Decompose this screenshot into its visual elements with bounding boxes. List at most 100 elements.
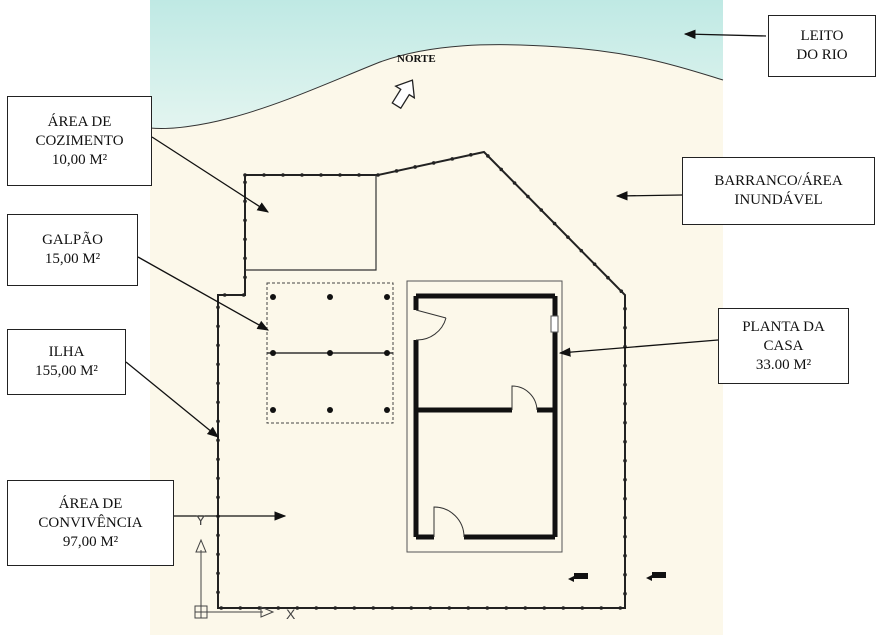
boundary-post <box>243 275 247 280</box>
boundary-post <box>216 381 220 386</box>
boundary-post <box>319 173 323 177</box>
convivencia-line3: 97,00 M² <box>62 533 119 550</box>
boundary-post <box>216 571 220 576</box>
barranco-line1: BARRANCO/ÁREA <box>714 173 843 189</box>
boundary-post <box>523 606 528 610</box>
boundary-post <box>623 458 627 463</box>
shed-post <box>270 294 276 300</box>
boundary-post <box>447 606 452 610</box>
leito-line1: LEITO <box>800 28 844 44</box>
house-window <box>550 315 559 333</box>
boundary-post <box>618 606 623 610</box>
boundary-post <box>371 606 376 610</box>
cooking-area-outline <box>245 175 377 271</box>
boundary-post <box>376 173 380 177</box>
boundary-post <box>243 199 247 204</box>
river-bed <box>150 0 723 129</box>
boundary-post <box>539 208 544 212</box>
boundary-post <box>623 496 627 501</box>
boundary-post <box>216 590 220 595</box>
boundary-post <box>243 180 247 185</box>
boundary-post <box>238 606 243 610</box>
ilha-line1: ILHA <box>48 344 85 360</box>
boundary-post <box>216 533 220 538</box>
boundary-post <box>216 324 220 329</box>
boundary-post <box>485 606 490 610</box>
small-arrow-icon <box>568 573 588 582</box>
barranco-line2: INUNDÁVEL <box>734 192 823 208</box>
boundary-post <box>561 606 566 610</box>
boundary-post <box>241 293 246 297</box>
leader-galpao <box>137 256 270 331</box>
boundary-post <box>623 553 627 558</box>
boundary-post <box>216 343 220 348</box>
boundary-post <box>428 606 433 610</box>
cozimento-line2: COZIMENTO <box>35 132 124 149</box>
house-site-outline <box>406 280 563 553</box>
boundary-post <box>466 606 471 610</box>
boundary-post <box>216 362 220 367</box>
planta-line3: 33.00 M² <box>755 356 812 373</box>
planta-label-box: PLANTA DA CASA 33.00 M² <box>718 308 849 384</box>
north-arrow-icon <box>391 79 416 110</box>
house-doors <box>415 309 538 538</box>
axis-icon <box>194 538 275 619</box>
planta-line1: PLANTA DA <box>742 318 825 335</box>
boundary-post <box>300 173 304 177</box>
boundary-post <box>504 606 509 610</box>
boundary-post <box>623 382 627 387</box>
boundary-post <box>486 154 490 158</box>
galpao-line2: 15,00 M² <box>44 251 101 267</box>
leader-leito <box>683 29 767 39</box>
boundary-post <box>579 248 584 253</box>
boundary-post <box>314 606 319 610</box>
leader-arrows <box>125 29 767 521</box>
galpao-label-box: GALPÃO 15,00 M² <box>7 214 138 286</box>
boundary-post <box>623 515 627 520</box>
boundary-post <box>243 237 247 242</box>
x-axis-label: X <box>286 606 296 622</box>
boundary-post <box>222 293 227 297</box>
small-arrow-icon <box>646 572 666 581</box>
north-label: NORTE <box>397 53 436 65</box>
island-boundary <box>217 150 626 609</box>
shed-post <box>327 407 333 413</box>
boundary-post <box>216 438 220 443</box>
ilha-label-box: ILHA 155,00 M² <box>7 329 126 395</box>
shed-post <box>384 294 390 300</box>
boundary-post <box>623 591 627 596</box>
boundary-post <box>295 606 300 610</box>
boundary-post <box>469 153 473 157</box>
boundary-post <box>216 400 220 405</box>
boundary-post <box>599 606 604 610</box>
boundary-posts <box>216 153 627 610</box>
leader-barranco <box>615 191 683 201</box>
boundary-post <box>499 167 504 172</box>
boundary-post <box>352 606 357 610</box>
boundary-post <box>262 173 266 177</box>
shed-post <box>270 350 276 356</box>
leader-planta <box>558 339 719 357</box>
boundary-post <box>592 262 597 266</box>
boundary-post <box>542 606 547 610</box>
boundary-post <box>606 275 610 280</box>
boundary-post <box>623 572 627 577</box>
boundary-post <box>276 606 281 610</box>
convivencia-line1: ÁREA DE <box>58 495 123 512</box>
river-bank-line <box>149 44 724 129</box>
boundary-post <box>623 401 627 406</box>
boundary-post <box>552 221 557 226</box>
leito-line2: DO RIO <box>796 47 848 63</box>
y-axis-label: Y <box>196 512 206 528</box>
house-walls <box>413 293 558 540</box>
boundary-post <box>413 165 417 169</box>
boundary-post <box>623 306 627 311</box>
boundary-post <box>216 495 220 500</box>
boundary-post <box>623 363 627 368</box>
leito-label-box: LEITO DO RIO <box>768 15 876 77</box>
galpao-line1: GALPÃO <box>42 232 103 248</box>
boundary-post <box>512 181 517 185</box>
door-left <box>415 309 447 341</box>
